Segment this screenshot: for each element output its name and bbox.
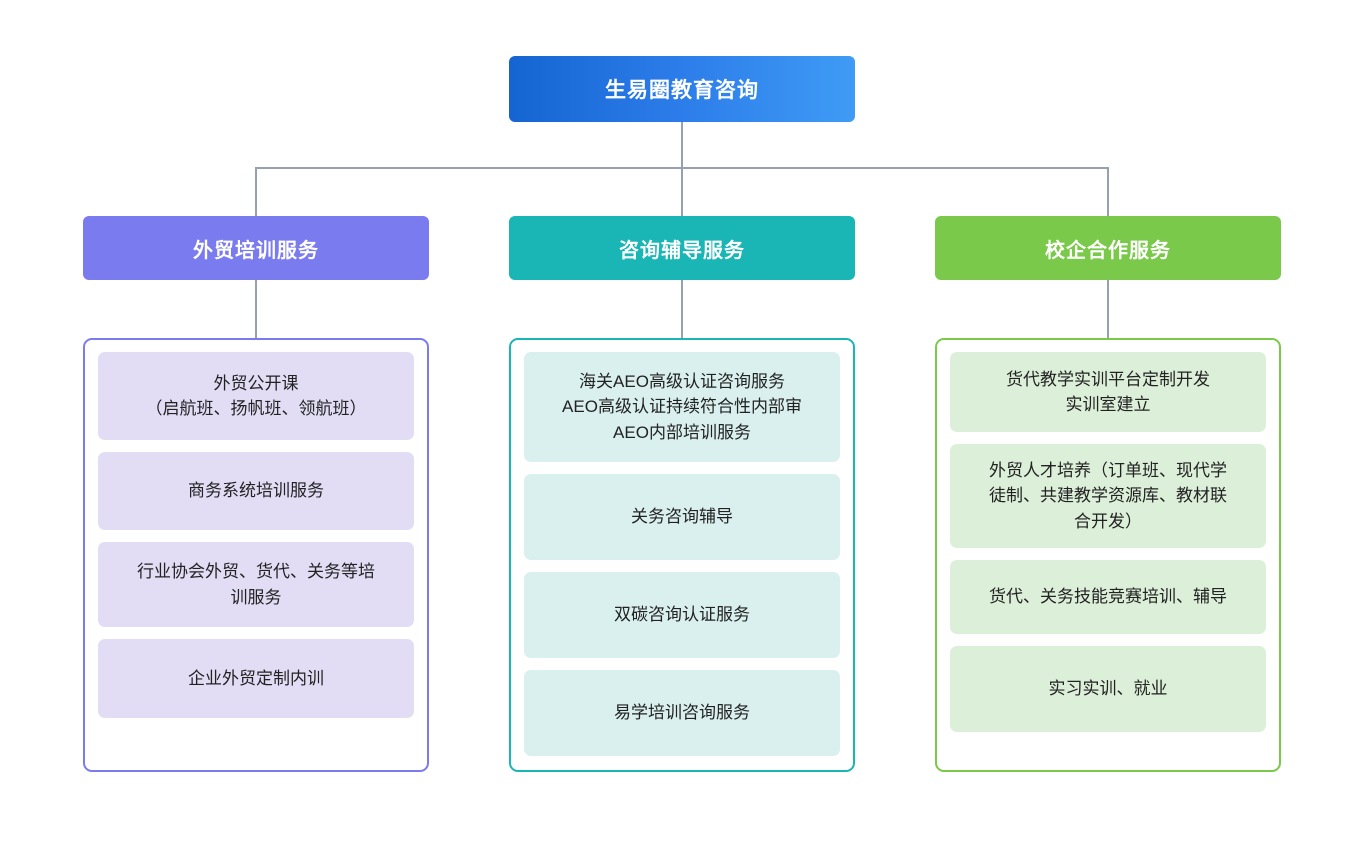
branch-1-items-container: 外贸公开课 （启航班、扬帆班、领航班） 商务系统培训服务 行业协会外贸、货代、关…	[83, 338, 429, 772]
branch-3-item-3[interactable]: 货代、关务技能竞赛培训、辅导	[950, 560, 1266, 634]
connector-to-branch-3	[1107, 167, 1109, 216]
branch-header-2[interactable]: 咨询辅导服务	[509, 216, 855, 280]
branch-3-item-1[interactable]: 货代教学实训平台定制开发 实训室建立	[950, 352, 1266, 432]
branch-header-3-label: 校企合作服务	[1045, 239, 1171, 262]
connector-branch-2-to-items	[681, 280, 683, 338]
branch-1-item-1[interactable]: 外贸公开课 （启航班、扬帆班、领航班）	[98, 352, 414, 440]
connector-branch-1-to-items	[255, 280, 257, 338]
branch-column-3: 校企合作服务 货代教学实训平台定制开发 实训室建立 外贸人才培养（订单班、现代学…	[935, 216, 1281, 772]
branch-header-2-label: 咨询辅导服务	[619, 239, 745, 262]
branch-header-1[interactable]: 外贸培训服务	[83, 216, 429, 280]
connector-to-branch-2	[681, 167, 683, 216]
branch-column-2: 咨询辅导服务 海关AEO高级认证咨询服务 AEO高级认证持续符合性内部审 AEO…	[509, 216, 855, 772]
connector-branch-3-to-items	[1107, 280, 1109, 338]
connector-to-branch-1	[255, 167, 257, 216]
connector-root-down	[681, 122, 683, 168]
branch-2-item-3[interactable]: 双碳咨询认证服务	[524, 572, 840, 658]
branch-1-item-3[interactable]: 行业协会外贸、货代、关务等培 训服务	[98, 542, 414, 627]
branch-1-item-2[interactable]: 商务系统培训服务	[98, 452, 414, 530]
branch-2-item-1[interactable]: 海关AEO高级认证咨询服务 AEO高级认证持续符合性内部审 AEO内部培训服务	[524, 352, 840, 462]
branch-3-item-2[interactable]: 外贸人才培养（订单班、现代学 徒制、共建教学资源库、教材联 合开发）	[950, 444, 1266, 548]
branch-column-1: 外贸培训服务 外贸公开课 （启航班、扬帆班、领航班） 商务系统培训服务 行业协会…	[83, 216, 429, 772]
branch-2-item-4[interactable]: 易学培训咨询服务	[524, 670, 840, 756]
branch-3-items-container: 货代教学实训平台定制开发 实训室建立 外贸人才培养（订单班、现代学 徒制、共建教…	[935, 338, 1281, 772]
branch-3-item-4[interactable]: 实习实训、就业	[950, 646, 1266, 732]
branch-header-1-label: 外贸培训服务	[193, 239, 319, 262]
root-node-label: 生易圈教育咨询	[605, 79, 759, 102]
root-node[interactable]: 生易圈教育咨询	[509, 56, 855, 122]
branch-2-items-container: 海关AEO高级认证咨询服务 AEO高级认证持续符合性内部审 AEO内部培训服务 …	[509, 338, 855, 772]
branch-2-item-2[interactable]: 关务咨询辅导	[524, 474, 840, 560]
branch-header-3[interactable]: 校企合作服务	[935, 216, 1281, 280]
branch-1-item-4[interactable]: 企业外贸定制内训	[98, 639, 414, 718]
